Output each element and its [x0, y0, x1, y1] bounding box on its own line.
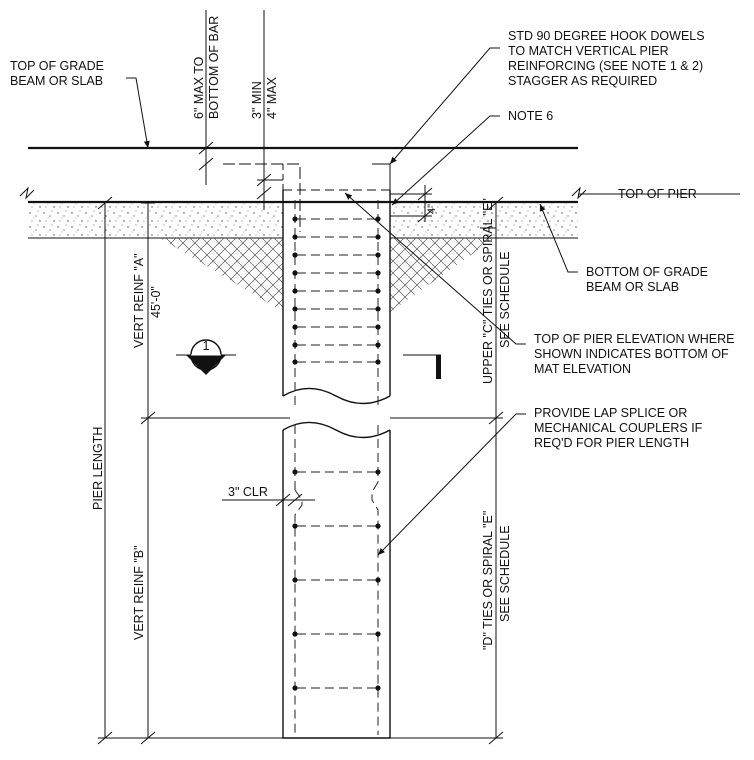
label-bottom-grade-2: BEAM OR SLAB: [586, 280, 679, 294]
vert-bar-left-lap: [294, 489, 303, 735]
pier-break-bottom: [282, 421, 391, 439]
label-bottom-grade-1: BOTTOM OF GRADE: [586, 265, 708, 279]
tick-34-b: [256, 186, 272, 200]
soil-hatch-right: [390, 238, 495, 312]
tick-6-b: [198, 157, 214, 171]
soil-hatch-left: [160, 238, 283, 312]
break-left: [19, 186, 35, 200]
label-top-grade-2: BEAM OR SLAB: [10, 74, 103, 88]
hook-dowel-left: [223, 163, 301, 232]
section-mark-right: [403, 354, 441, 379]
tick-6-a: [198, 141, 214, 155]
break-right: [571, 186, 587, 200]
section-number: 1: [203, 339, 210, 353]
label-vert-b: VERT REINF "B": [132, 545, 146, 640]
label-pier-length: PIER LENGTH: [91, 427, 105, 510]
upper-ties: [292, 216, 381, 365]
vert-bar-right-lap: [371, 481, 379, 735]
leader-std-hook: [389, 47, 500, 165]
section-sheet: -: [204, 359, 208, 371]
label-std-hook-2: TO MATCH VERTICAL PIER: [508, 44, 669, 58]
label-top-pier-elev-2: SHOWN INDICATES BOTTOM OF: [534, 347, 729, 361]
leader-lap-splice: [377, 413, 526, 556]
label-6max-2: BOTTOM OF BAR: [207, 16, 221, 119]
label-vert-a-len: 45'-0": [149, 286, 163, 318]
label-lap-splice-1: PROVIDE LAP SPLICE OR: [534, 406, 687, 420]
leader-top-grade: [126, 77, 150, 149]
label-upper-ties-2: SEE SCHEDULE: [498, 251, 512, 348]
label-note6: NOTE 6: [508, 109, 553, 123]
lower-ties: [292, 469, 381, 691]
label-lower-ties-2: SEE SCHEDULE: [498, 525, 512, 622]
label-6max-1: 6" MAX TO: [192, 56, 206, 119]
tick-clr-b: [287, 493, 303, 507]
tick-mid: [140, 411, 156, 425]
label-top-of-pier: TOP OF PIER: [618, 187, 697, 201]
label-std-hook-1: STD 90 DEGREE HOOK DOWELS: [508, 29, 705, 43]
tick-clr-a: [275, 493, 291, 507]
label-3clr: 3" CLR: [228, 485, 268, 499]
tick-ties-top: [488, 196, 504, 210]
label-vert-a: VERT REINF "A": [132, 253, 146, 348]
label-4in: 4": [426, 204, 438, 214]
label-3min: 3" MIN: [250, 81, 264, 119]
label-std-hook-4: STAGGER AS REQUIRED: [508, 74, 657, 88]
leader-note6: [391, 115, 500, 206]
sand-left: [28, 203, 283, 238]
section-marker: [176, 339, 236, 375]
label-lap-splice-2: MECHANICAL COUPLERS IF: [534, 421, 703, 435]
label-top-pier-elev-1: TOP OF PIER ELEVATION WHERE: [534, 332, 735, 346]
tick-pl-top: [97, 196, 113, 210]
label-4max: 4" MAX: [265, 76, 279, 119]
leader-bottom-grade: [539, 203, 578, 273]
pier-break-top: [282, 387, 391, 405]
hook-dowel-right: [372, 163, 391, 232]
label-top-pier-elev-3: MAT ELEVATION: [534, 362, 631, 376]
pier-lower-outline: [282, 430, 391, 739]
label-top-grade-1: TOP OF GRADE: [10, 59, 104, 73]
label-lower-ties-1: "D" TIES OR SPIRAL "E": [481, 511, 495, 650]
label-upper-ties-1: UPPER "C" TIES OR SPIRAL "E": [481, 198, 495, 384]
label-std-hook-3: REINFORCING (SEE NOTE 1 & 2): [508, 59, 703, 73]
label-lap-splice-3: REQ'D FOR PIER LENGTH: [534, 436, 689, 450]
leader-top-pier-elev: [344, 192, 526, 345]
